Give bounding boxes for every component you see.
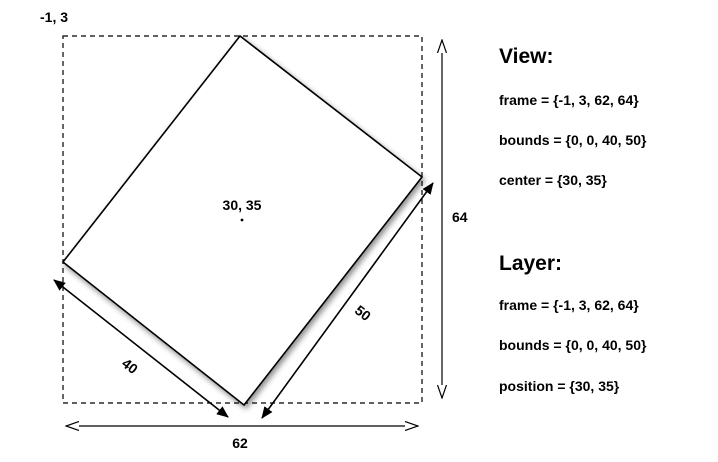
long-side-dimension-arrow [261, 182, 434, 419]
view-section: View: [499, 45, 553, 69]
layer-bounds-text: bounds = {0, 0, 40, 50} [499, 337, 647, 353]
view-center-text: center = {30, 35} [499, 172, 607, 188]
short-side-dimension-arrow [53, 279, 229, 418]
origin-label: -1, 3 [40, 9, 68, 25]
height-label: 64 [452, 209, 468, 225]
short-side-label: 40 [119, 355, 141, 377]
center-point [240, 218, 244, 222]
view-title: View: [499, 45, 554, 68]
long-side-label: 50 [352, 302, 374, 324]
layer-frame-text: frame = {-1, 3, 62, 64} [499, 297, 639, 313]
view-frame-text: frame = {-1, 3, 62, 64} [499, 92, 639, 108]
width-label: 62 [232, 435, 248, 451]
layer-section: Layer: [499, 252, 562, 276]
layer-title: Layer: [499, 252, 563, 275]
layer-position-text: position = {30, 35} [499, 378, 620, 394]
view-bounds-text: bounds = {0, 0, 40, 50} [499, 132, 647, 148]
center-label: 30, 35 [223, 197, 262, 213]
